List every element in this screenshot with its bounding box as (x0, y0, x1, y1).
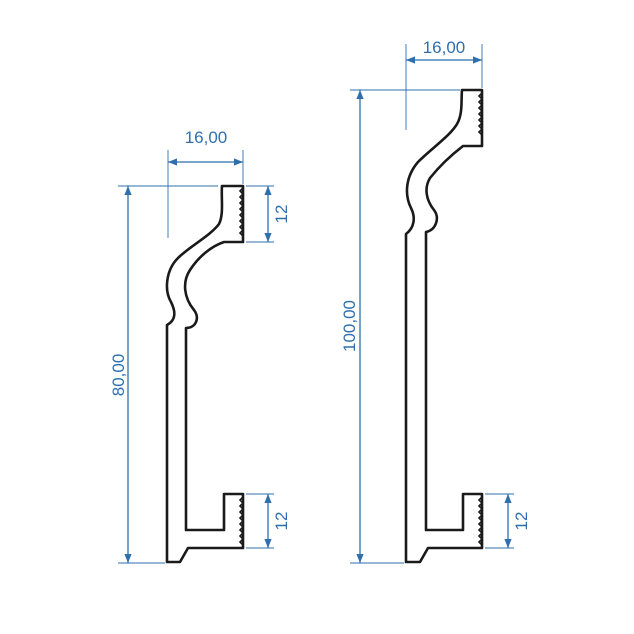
profile-tall-bottom-teeth (477, 496, 484, 546)
profile-short: 16,00 80,00 12 12 (109, 128, 291, 564)
profile-short-bottom-teeth (238, 496, 245, 546)
dimension-short-top-clip: 12 (246, 185, 291, 243)
dimension-short-width: 16,00 (167, 128, 244, 238)
profile-tall-top-teeth (477, 92, 484, 136)
dimension-short-height: 80,00 (109, 185, 218, 564)
dimension-short-bottom-clip-label: 12 (272, 512, 291, 531)
dimension-tall-bottom-clip: 12 (485, 493, 531, 549)
dimension-short-width-label: 16,00 (185, 128, 228, 147)
profile-short-top-teeth (238, 187, 245, 237)
dimension-short-height-label: 80,00 (109, 354, 128, 397)
profile-short-outline (165, 184, 245, 564)
dimension-short-bottom-clip: 12 (246, 493, 291, 549)
profile-tall-outline (404, 88, 484, 564)
dimension-short-top-clip-label: 12 (272, 205, 291, 224)
profile-tall: 16,00 100,00 12 (340, 38, 531, 564)
dimension-tall-bottom-clip-label: 12 (512, 512, 531, 531)
dimension-tall-width: 16,00 (405, 38, 483, 130)
dimension-tall-width-label: 16,00 (423, 38, 466, 57)
dimension-tall-height: 100,00 (340, 89, 460, 564)
dimension-tall-height-label: 100,00 (340, 300, 359, 352)
